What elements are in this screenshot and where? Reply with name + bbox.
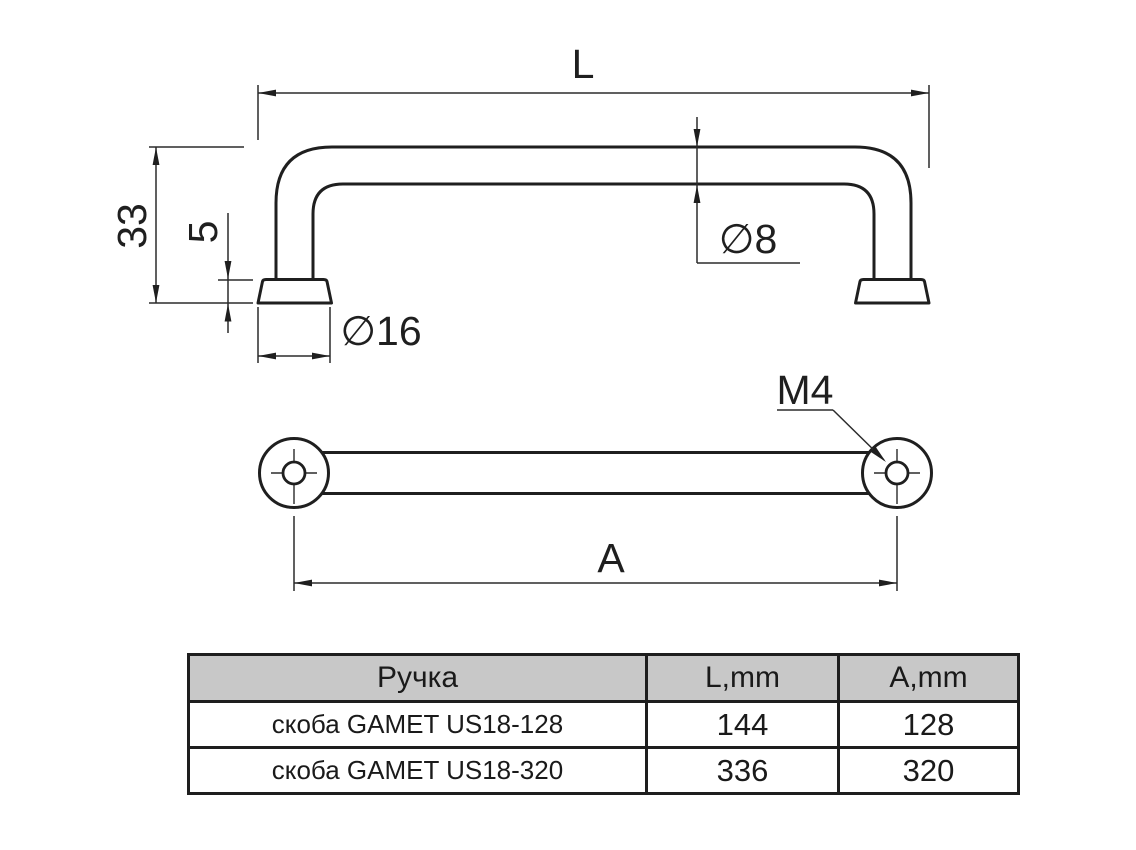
left-screw-hole [281, 460, 307, 486]
spec-table-header-row: Ручка L,mm A,mm [187, 653, 1020, 703]
dimension-foot-diameter: ∅16 [257, 307, 422, 363]
header-a-mm: A,mm [837, 653, 1020, 703]
row2-handle-name: скоба GAMET US18-320 [187, 746, 648, 795]
dim-d16-arrow-left [258, 352, 276, 360]
dimension-overall-height: 33 [109, 146, 253, 304]
dimension-bar-diameter: ∅8 [693, 117, 800, 264]
row1-l-value: 144 [645, 700, 840, 749]
dim-33-arrow-top [152, 147, 160, 165]
thread-callout: M4 [777, 367, 886, 462]
left-foot-outline [256, 278, 333, 305]
spec-table-container: Ручка L,mm A,mm скоба GAMET US18-128 144… [187, 653, 1020, 795]
dim-d16-label: ∅16 [340, 308, 421, 354]
header-l-mm: L,mm [645, 653, 840, 703]
dim-d8-label: ∅8 [719, 216, 778, 262]
dimension-hole-spacing: A [293, 516, 898, 591]
handle-outer-outline [274, 145, 913, 280]
plan-view [258, 437, 933, 509]
row1-handle-name: скоба GAMET US18-128 [187, 700, 648, 749]
side-view [256, 145, 931, 305]
dimension-overall-length: L [257, 41, 930, 168]
row1-a-value: 128 [837, 700, 1020, 749]
dim-d8-arrow-down [693, 129, 701, 147]
right-foot-outline [854, 278, 931, 305]
right-screw-hole [884, 460, 910, 486]
dim-5-arrow-up [224, 303, 232, 322]
dim-5-arrow-down [224, 261, 232, 279]
dim-L-arrow-left [258, 89, 276, 97]
dim-A-arrow-left [294, 579, 312, 587]
dimension-foot-height: 5 [180, 213, 253, 333]
dim-d16-arrow-right [312, 352, 330, 360]
dim-33-arrow-bottom [152, 285, 160, 303]
dim-L-label: L [572, 41, 595, 87]
row2-l-value: 336 [645, 746, 840, 795]
spec-table: Ручка L,mm A,mm скоба GAMET US18-128 144… [187, 653, 1020, 795]
row2-a-value: 320 [837, 746, 1020, 795]
dim-A-arrow-right [879, 579, 897, 587]
m4-leader-arrow [870, 446, 886, 462]
header-handle: Ручка [187, 653, 648, 703]
table-row: скоба GAMET US18-320 336 320 [187, 746, 1020, 795]
handle-inner-outline [311, 182, 876, 280]
m4-label: M4 [777, 367, 834, 413]
table-row: скоба GAMET US18-128 144 128 [187, 700, 1020, 749]
dim-L-arrow-right [911, 89, 929, 97]
dim-A-label: A [597, 535, 625, 581]
dim-d8-arrow-up [693, 185, 701, 203]
dim-5-label: 5 [180, 221, 226, 244]
dim-33-label: 33 [109, 203, 155, 249]
